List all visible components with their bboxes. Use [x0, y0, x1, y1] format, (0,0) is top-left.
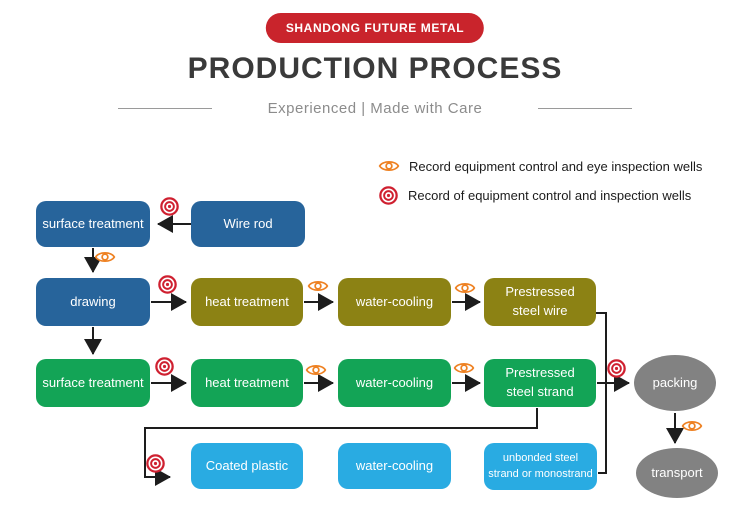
flow-node-wire-rod: Wire rod: [191, 201, 305, 247]
subtitle: Experienced | Made with Care: [0, 100, 750, 117]
legend-label: Record equipment control and eye inspect…: [409, 158, 703, 174]
legend: Record equipment control and eye inspect…: [378, 155, 702, 213]
record-icon: [155, 357, 174, 376]
eye-icon: [681, 420, 703, 432]
eye-icon: [378, 160, 400, 172]
subtitle-text: Experienced | Made with Care: [267, 100, 483, 117]
flow-node-water-cooling-2: water-cooling: [338, 359, 451, 407]
flow-node-drawing: drawing: [36, 278, 150, 326]
flow-node-packing: packing: [634, 355, 716, 411]
page-title: PRODUCTION PROCESS: [187, 52, 563, 85]
flow-node-surface-treatment-1: surface treatment: [36, 201, 150, 247]
record-icon: [146, 454, 165, 473]
flow-node-heat-treatment-2: heat treatment: [191, 359, 303, 407]
flow-node-prestressed-steel-strand: Prestressed steel strand: [484, 359, 596, 407]
connector-wire-to-unbonded: [596, 312, 607, 474]
flow-node-unbonded-steel-strand: unbonded steel strand or monostrand: [484, 443, 597, 490]
flow-node-heat-treatment-1: heat treatment: [191, 278, 303, 326]
flow-node-transport: transport: [636, 448, 718, 498]
eye-icon: [94, 251, 116, 263]
eye-icon: [454, 282, 476, 294]
brand-badge: SHANDONG FUTURE METAL: [265, 13, 485, 43]
eye-icon: [453, 362, 475, 374]
subtitle-right-line: [538, 108, 633, 109]
legend-item-record: Record of equipment control and inspecti…: [378, 184, 702, 206]
flow-node-water-cooling-1: water-cooling: [338, 278, 451, 326]
legend-label: Record of equipment control and inspecti…: [408, 187, 692, 203]
legend-item-eye: Record equipment control and eye inspect…: [378, 155, 702, 177]
record-icon: [379, 185, 398, 205]
subtitle-left-line: [117, 108, 212, 109]
eye-icon: [307, 280, 329, 292]
flow-node-water-cooling-3: water-cooling: [338, 443, 451, 489]
record-icon: [607, 359, 626, 378]
flow-node-surface-treatment-2: surface treatment: [36, 359, 150, 407]
eye-icon: [305, 364, 327, 376]
record-icon: [160, 197, 179, 216]
flow-node-coated-plastic: Coated plastic: [191, 443, 303, 489]
record-icon: [158, 275, 177, 294]
flow-node-prestressed-steel-wire: Prestressed steel wire: [484, 278, 596, 326]
